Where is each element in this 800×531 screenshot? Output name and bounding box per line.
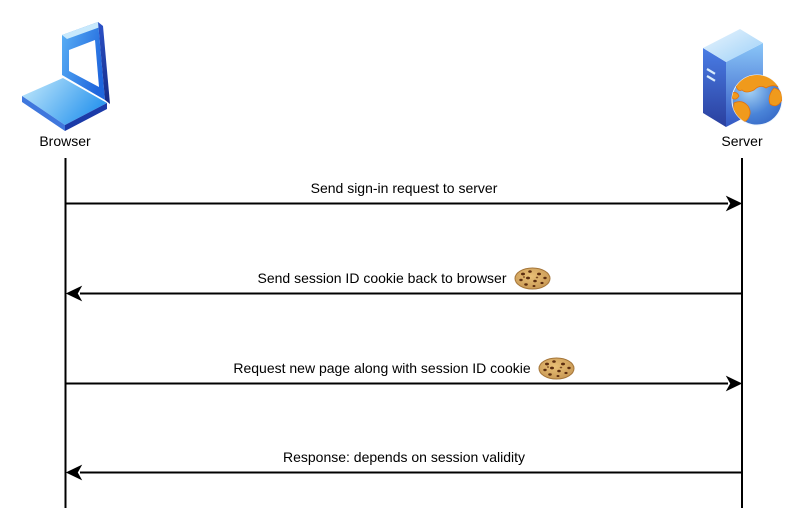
message-1-label: Send sign-in request to server <box>66 175 742 201</box>
server-vents <box>706 68 716 82</box>
laptop-icon <box>22 22 110 131</box>
message-1-arrow <box>66 195 743 212</box>
message-4-arrow <box>65 464 741 481</box>
message-2-arrow <box>65 285 741 302</box>
message-1-text: Send sign-in request to server <box>310 180 498 196</box>
message-3-arrow <box>66 375 743 392</box>
server-tower-globe-icon <box>703 29 783 127</box>
server-label: Server <box>721 133 763 149</box>
message-4-text: Response: depends on session validity <box>282 449 526 465</box>
message-2-label: Send session ID cookie back to browser <box>66 265 742 291</box>
cookie-icon <box>538 357 575 379</box>
message-2-text: Send session ID cookie back to browser <box>257 270 507 286</box>
message-3-text: Request new page along with session ID c… <box>233 360 531 376</box>
message-4-label: Response: depends on session validity <box>66 444 742 470</box>
browser-label: Browser <box>39 133 91 149</box>
cookie-icon <box>514 267 550 289</box>
message-3-label: Request new page along with session ID c… <box>66 355 742 381</box>
